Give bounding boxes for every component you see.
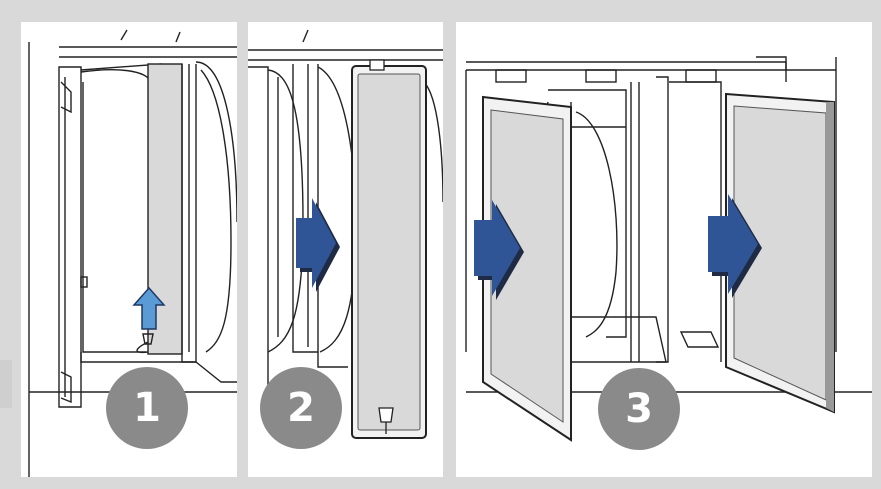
step-badge-3: 3 — [598, 368, 680, 450]
step-3-panel: 3 — [456, 22, 872, 477]
filter-element — [352, 60, 426, 438]
edge-tab — [0, 360, 12, 408]
step-2-panel: 2 — [248, 22, 443, 477]
step-badge-2: 2 — [260, 367, 342, 449]
step-badge-1: 1 — [106, 367, 188, 449]
step-1-panel: 1 — [21, 22, 237, 477]
